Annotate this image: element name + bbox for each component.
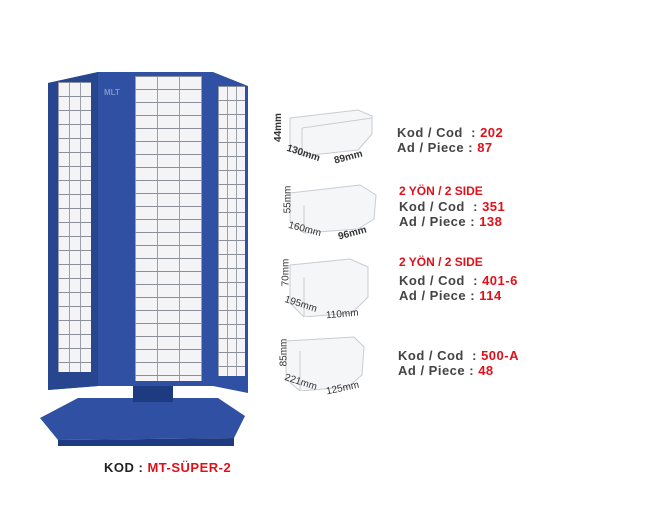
- product-351: 55mm 160mm 96mm 2 YÖN / 2 SIDE Kod / Cod…: [270, 180, 570, 250]
- piece-value: 48: [478, 363, 494, 378]
- height-dim: 55mm: [282, 185, 294, 214]
- kod-label: Kod / Cod: [399, 273, 465, 288]
- piece-row: Ad / Piece : 87: [397, 140, 493, 155]
- bin-image: [289, 258, 369, 317]
- bin-image: [289, 109, 373, 157]
- piece-value: 138: [479, 214, 503, 229]
- piece-row: Ad / Piece : 114: [399, 288, 502, 303]
- width-dim: 110mm: [325, 307, 360, 322]
- height-dim: 44mm: [272, 113, 284, 142]
- product-401-6: 70mm 195mm 110mm 2 YÖN / 2 SIDE Kod / Co…: [270, 255, 570, 325]
- cabinet-base: [40, 398, 245, 440]
- piece-value: 87: [477, 140, 493, 155]
- piece-value: 114: [479, 288, 502, 303]
- cabinet-code-value: MT-SÜPER-2: [147, 460, 232, 475]
- product-500-a: 85mm 221mm 125mm Kod / Cod : 500-A Ad / …: [270, 335, 570, 405]
- piece-label: Ad / Piece: [399, 214, 467, 229]
- drawer-grid-right: [218, 86, 245, 376]
- rotating-cabinet-image: MLT: [38, 68, 253, 448]
- bin-image: [285, 336, 365, 391]
- bin-image: [289, 184, 377, 234]
- side-label: 2 YÖN / 2 SIDE: [399, 184, 483, 198]
- kod-label: Kod / Cod: [397, 125, 463, 140]
- drawer-grid-center: [135, 76, 202, 381]
- drawer-grid-left: [58, 82, 91, 372]
- kod-row: Kod / Cod : 351: [399, 199, 506, 214]
- kod-value: 500-A: [481, 348, 519, 363]
- kod-row: Kod / Cod : 500-A: [398, 348, 519, 363]
- piece-label: Ad / Piece: [398, 363, 466, 378]
- product-202: 44mm 130mm 89mm Kod / Cod : 202 Ad / Pie…: [270, 100, 570, 170]
- cabinet-code-label: KOD :: [104, 460, 144, 475]
- piece-label: Ad / Piece: [397, 140, 465, 155]
- kod-label: Kod / Cod: [398, 348, 464, 363]
- kod-value: 202: [480, 125, 504, 140]
- height-dim: 70mm: [280, 258, 292, 287]
- piece-label: Ad / Piece: [399, 288, 467, 303]
- kod-label: Kod / Cod: [399, 199, 465, 214]
- cabinet-code: KOD : MT-SÜPER-2: [104, 460, 231, 475]
- brand-logo: MLT: [104, 88, 120, 97]
- piece-row: Ad / Piece : 48: [398, 363, 494, 378]
- kod-value: 351: [482, 199, 506, 214]
- side-label: 2 YÖN / 2 SIDE: [399, 255, 483, 269]
- kod-value: 401-6: [482, 273, 518, 288]
- kod-row: Kod / Cod : 401-6: [399, 273, 518, 288]
- height-dim: 85mm: [278, 338, 290, 367]
- kod-row: Kod / Cod : 202: [397, 125, 504, 140]
- piece-row: Ad / Piece : 138: [399, 214, 503, 229]
